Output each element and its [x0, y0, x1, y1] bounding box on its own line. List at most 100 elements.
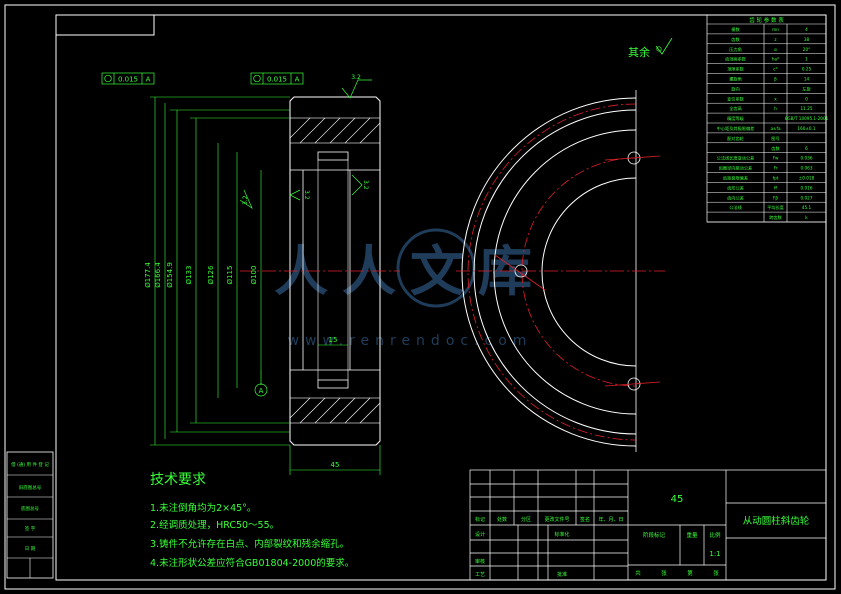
outer-frame: [4, 4, 836, 590]
param-cell-0-0: 模数: [731, 26, 740, 33]
param-cell-8-0: 全齿高: [729, 105, 742, 112]
title-block: [469, 469, 827, 581]
param-cell-4-2: 0.25: [802, 67, 812, 72]
svg-text:其余: 其余: [628, 45, 650, 59]
param-cell-18-2: 45.1: [802, 205, 812, 210]
param-cell-8-1: h: [774, 106, 777, 111]
param-cell-6-2: 左旋: [802, 85, 811, 92]
stamp-item-4: 日 期: [25, 546, 36, 552]
tol-left-datum: A: [146, 76, 151, 84]
dim-154: Ø154.9: [166, 262, 174, 288]
param-cell-8-2: 11.25: [801, 106, 813, 111]
param-cell-3-2: 1: [805, 57, 808, 62]
tech-item-2: 2.经调质处理，HRC50～55。: [150, 519, 279, 531]
param-cell-13-1: Fw: [773, 156, 779, 161]
stamp-item-1: 旧底图总号: [19, 484, 42, 491]
inner-frame: [55, 14, 827, 581]
diameter-dims: [150, 96, 290, 446]
param-cell-4-0: 顶隙系数: [727, 66, 745, 73]
part-name: 从动圆柱斜齿轮: [743, 515, 810, 527]
param-cell-3-1: ha*: [772, 57, 779, 62]
tech-requirements: 技术要求 1.未注倒角均为2×45°。 2.经调质处理，HRC50～55。 3.…: [150, 472, 354, 569]
param-cell-19-1: 跨齿数: [769, 214, 782, 221]
param-table-header: 齿 轮 参 数 表: [749, 16, 784, 24]
tech-item-3: 3.铸件不允许存在白点、内部裂纹和残余缩孔。: [150, 538, 349, 550]
param-cell-18-0: 公法线: [729, 204, 742, 211]
svg-text:第: 第: [687, 569, 693, 577]
stamp-item-3: 签 字: [25, 525, 36, 532]
dim-133: Ø133: [185, 266, 193, 285]
tolerance-frame-right: 0.015 A: [250, 72, 304, 85]
dim-100: Ø100: [250, 266, 258, 285]
param-cell-14-0: 齿圈径向跳动公差: [719, 165, 753, 172]
diameter-labels: Ø177.4 Ø166.4 Ø154.9 Ø126 Ø115 Ø100 Ø133: [144, 262, 258, 288]
finish-mark-left: 3.2: [239, 189, 253, 209]
dim-166: Ø166.4: [154, 262, 162, 288]
param-cell-11-1: 图号: [771, 136, 779, 142]
param-cell-2-0: 压力角: [729, 46, 742, 53]
finish-mark-top: 3.2: [341, 74, 372, 99]
dim-126: Ø126: [207, 265, 215, 284]
param-cell-0-1: mn: [772, 27, 779, 32]
param-cell-5-2: 14: [804, 76, 810, 81]
watermark: 人人文库 www.renrendoc.com: [274, 228, 546, 349]
svg-text:张: 张: [713, 569, 719, 577]
svg-text:设计: 设计: [475, 531, 485, 538]
left-stamp: 借 (通) 用 件 登 记 旧底图总号 底图总号 签 字 日 期: [6, 451, 54, 579]
param-cell-3-0: 齿顶高系数: [725, 56, 747, 63]
svg-text:比例: 比例: [709, 531, 721, 539]
param-cell-18-1: 平均长度: [767, 204, 785, 211]
scale: 1:1: [709, 550, 720, 558]
param-cell-9-2: 8GB/T 10095.1-2001: [785, 116, 829, 121]
svg-text:阶段标记: 阶段标记: [643, 531, 666, 539]
param-cell-17-0: 齿向公差: [727, 194, 744, 201]
param-cell-10-2: 160±0.1: [797, 126, 815, 131]
tech-item-1: 1.未注倒角均为2×45°。: [150, 502, 256, 514]
stamp-item-0: 借 (通) 用 件 登 记: [11, 461, 49, 468]
param-cell-11-0: 配对齿轮: [727, 135, 745, 142]
width-dims: 45 15: [289, 336, 381, 475]
svg-text:3.2: 3.2: [303, 190, 310, 200]
svg-text:更改文件号: 更改文件号: [544, 516, 569, 523]
watermark-url: www.renrendoc.com: [288, 333, 533, 349]
dim-15: 15: [329, 336, 338, 344]
svg-text:A: A: [259, 387, 264, 395]
svg-text:3.2: 3.2: [242, 195, 249, 205]
svg-text:分区: 分区: [521, 516, 531, 523]
param-cell-10-1: a±fa: [770, 126, 781, 131]
svg-text:审核: 审核: [475, 558, 485, 565]
param-cell-1-2: 38: [804, 37, 810, 42]
param-cell-12-1: 齿数: [771, 145, 780, 152]
svg-text:签名: 签名: [580, 516, 590, 523]
tol-right-value: 0.015: [267, 76, 287, 84]
dim-115: Ø115: [226, 266, 234, 285]
param-cell-19-2: k: [805, 215, 808, 220]
param-cell-15-2: ±0.018: [799, 175, 815, 180]
finish-mark-right: 3.2: [351, 174, 369, 196]
param-cell-13-0: 公法线长度变动公差: [717, 155, 755, 162]
section-view: [240, 96, 400, 446]
param-cell-5-0: 螺旋角: [729, 75, 742, 82]
svg-text:张: 张: [661, 569, 667, 577]
param-cell-6-0: 旋向: [731, 85, 739, 92]
param-cell-4-1: c*: [773, 67, 777, 72]
dim-177: Ø177.4: [144, 262, 152, 288]
tech-title: 技术要求: [150, 472, 206, 488]
param-cell-7-0: 变位系数: [727, 95, 745, 102]
tech-item-4: 4.未注形状公差应符合GB01804-2000的要求。: [150, 557, 354, 569]
svg-text:批准: 批准: [557, 571, 567, 578]
param-cell-2-1: α: [774, 47, 777, 52]
param-cell-15-1: fpt: [773, 175, 779, 180]
param-cell-2-2: 20°: [803, 47, 810, 52]
param-cell-9-0: 精度等级: [727, 115, 745, 122]
finish-mark-mid: 3.2: [289, 189, 310, 201]
param-cell-17-1: Fβ: [773, 195, 778, 200]
param-cell-14-2: 0.063: [801, 166, 813, 171]
tolerance-frame-left: 0.015 A: [101, 72, 155, 85]
svg-text:年、月、日: 年、月、日: [598, 516, 623, 523]
watermark-brand: 人人文库: [274, 240, 546, 303]
param-cell-1-0: 齿数: [731, 36, 740, 43]
svg-text:共: 共: [635, 569, 641, 577]
